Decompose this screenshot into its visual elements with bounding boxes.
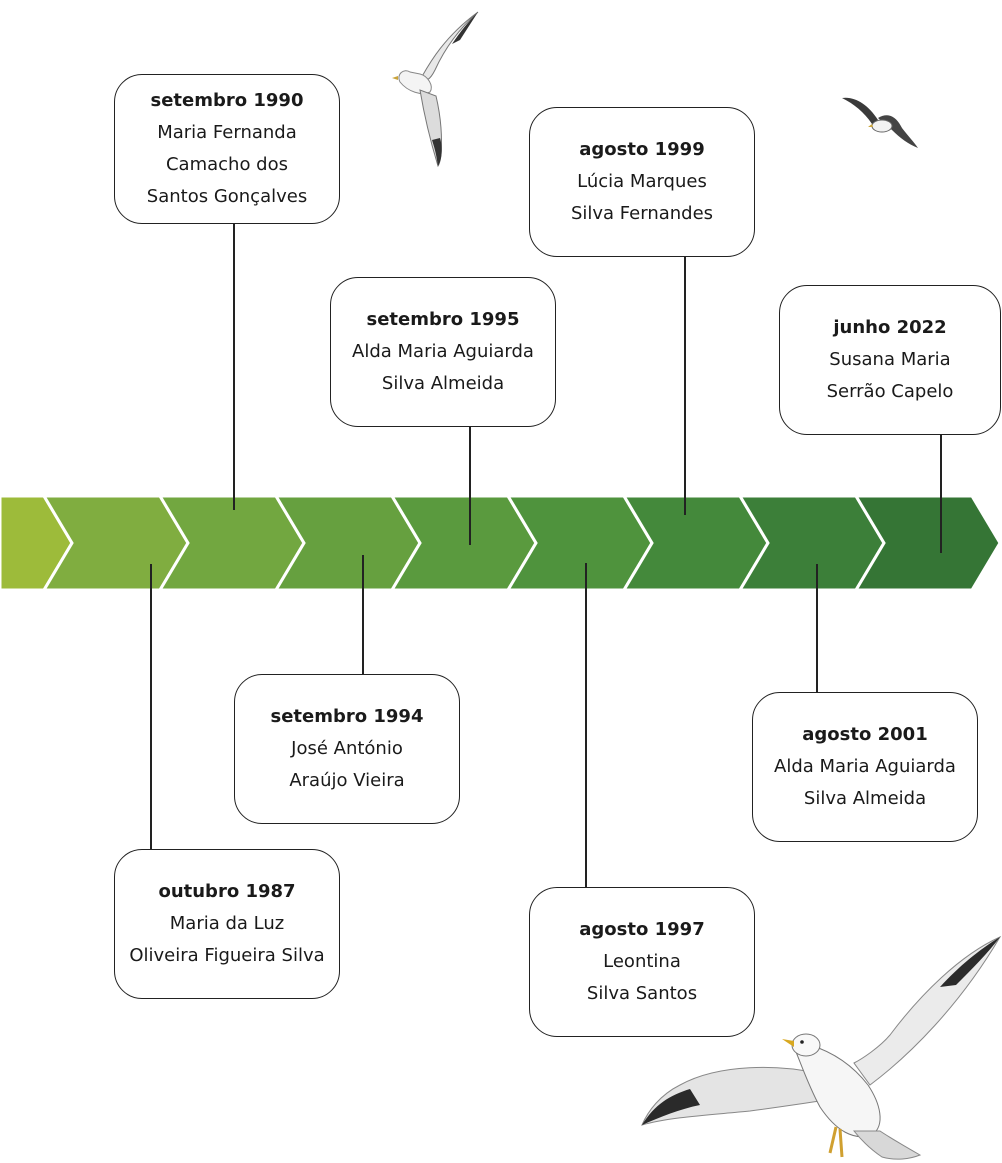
timeline-card: setembro 1990 Maria Fernanda Camacho dos… bbox=[114, 74, 340, 224]
timeline-card: setembro 1995 Alda Maria Aguiarda Silva … bbox=[330, 277, 556, 427]
timeline-name-line: Santos Gonçalves bbox=[146, 186, 308, 207]
connector-line bbox=[684, 257, 686, 515]
connector-line bbox=[940, 435, 942, 553]
timeline-date: agosto 1999 bbox=[579, 139, 705, 160]
timeline-name-line: Camacho dos bbox=[165, 154, 289, 175]
timeline-chevron bbox=[853, 494, 1002, 592]
timeline-name-line: Lúcia Marques bbox=[577, 171, 707, 192]
timeline-name-line: Maria Fernanda bbox=[157, 122, 297, 143]
timeline-name-line: Maria da Luz bbox=[169, 913, 285, 934]
timeline-name-line: Serrão Capelo bbox=[826, 381, 954, 402]
timeline-date: setembro 1995 bbox=[366, 309, 520, 330]
connector-line bbox=[816, 564, 818, 692]
connector-line bbox=[469, 427, 471, 545]
seagull-icon bbox=[842, 97, 918, 148]
timeline-name-line: Alda Maria Aguiarda bbox=[352, 341, 534, 362]
timeline-date: setembro 1994 bbox=[270, 706, 424, 727]
seagull-icon bbox=[392, 11, 479, 168]
timeline-date: setembro 1990 bbox=[150, 90, 304, 111]
connector-line bbox=[585, 563, 587, 887]
timeline-name-line: Susana Maria bbox=[829, 349, 951, 370]
connector-line bbox=[233, 224, 235, 510]
seagull-icon bbox=[641, 935, 1002, 1160]
timeline-card: agosto 2001 Alda Maria Aguiarda Silva Al… bbox=[752, 692, 978, 842]
timeline-card: junho 2022 Susana Maria Serrão Capelo bbox=[779, 285, 1001, 435]
timeline-date: outubro 1987 bbox=[158, 881, 296, 902]
timeline-date: agosto 2001 bbox=[802, 724, 928, 745]
timeline-card: agosto 1999 Lúcia Marques Silva Fernande… bbox=[529, 107, 755, 257]
timeline-name-line: Silva Almeida bbox=[803, 788, 927, 809]
timeline-name-line: Araújo Vieira bbox=[289, 770, 405, 791]
connector-line bbox=[362, 555, 364, 674]
timeline-card: agosto 1997 Leontina Silva Santos bbox=[529, 887, 755, 1037]
timeline-card: setembro 1994 José António Araújo Vieira bbox=[234, 674, 460, 824]
timeline-name-line: José António bbox=[291, 738, 403, 759]
connector-line bbox=[150, 564, 152, 849]
timeline-name-line: Leontina bbox=[603, 951, 681, 972]
timeline-name-line: Silva Fernandes bbox=[570, 203, 714, 224]
timeline-name-line: Silva Almeida bbox=[381, 373, 505, 394]
timeline-name-line: Oliveira Figueira Silva bbox=[129, 945, 325, 966]
timeline-name-line: Alda Maria Aguiarda bbox=[774, 756, 956, 777]
timeline-date: junho 2022 bbox=[833, 317, 947, 338]
timeline-date: agosto 1997 bbox=[579, 919, 705, 940]
timeline-name-line: Silva Santos bbox=[586, 983, 698, 1004]
timeline-card: outubro 1987 Maria da Luz Oliveira Figue… bbox=[114, 849, 340, 999]
